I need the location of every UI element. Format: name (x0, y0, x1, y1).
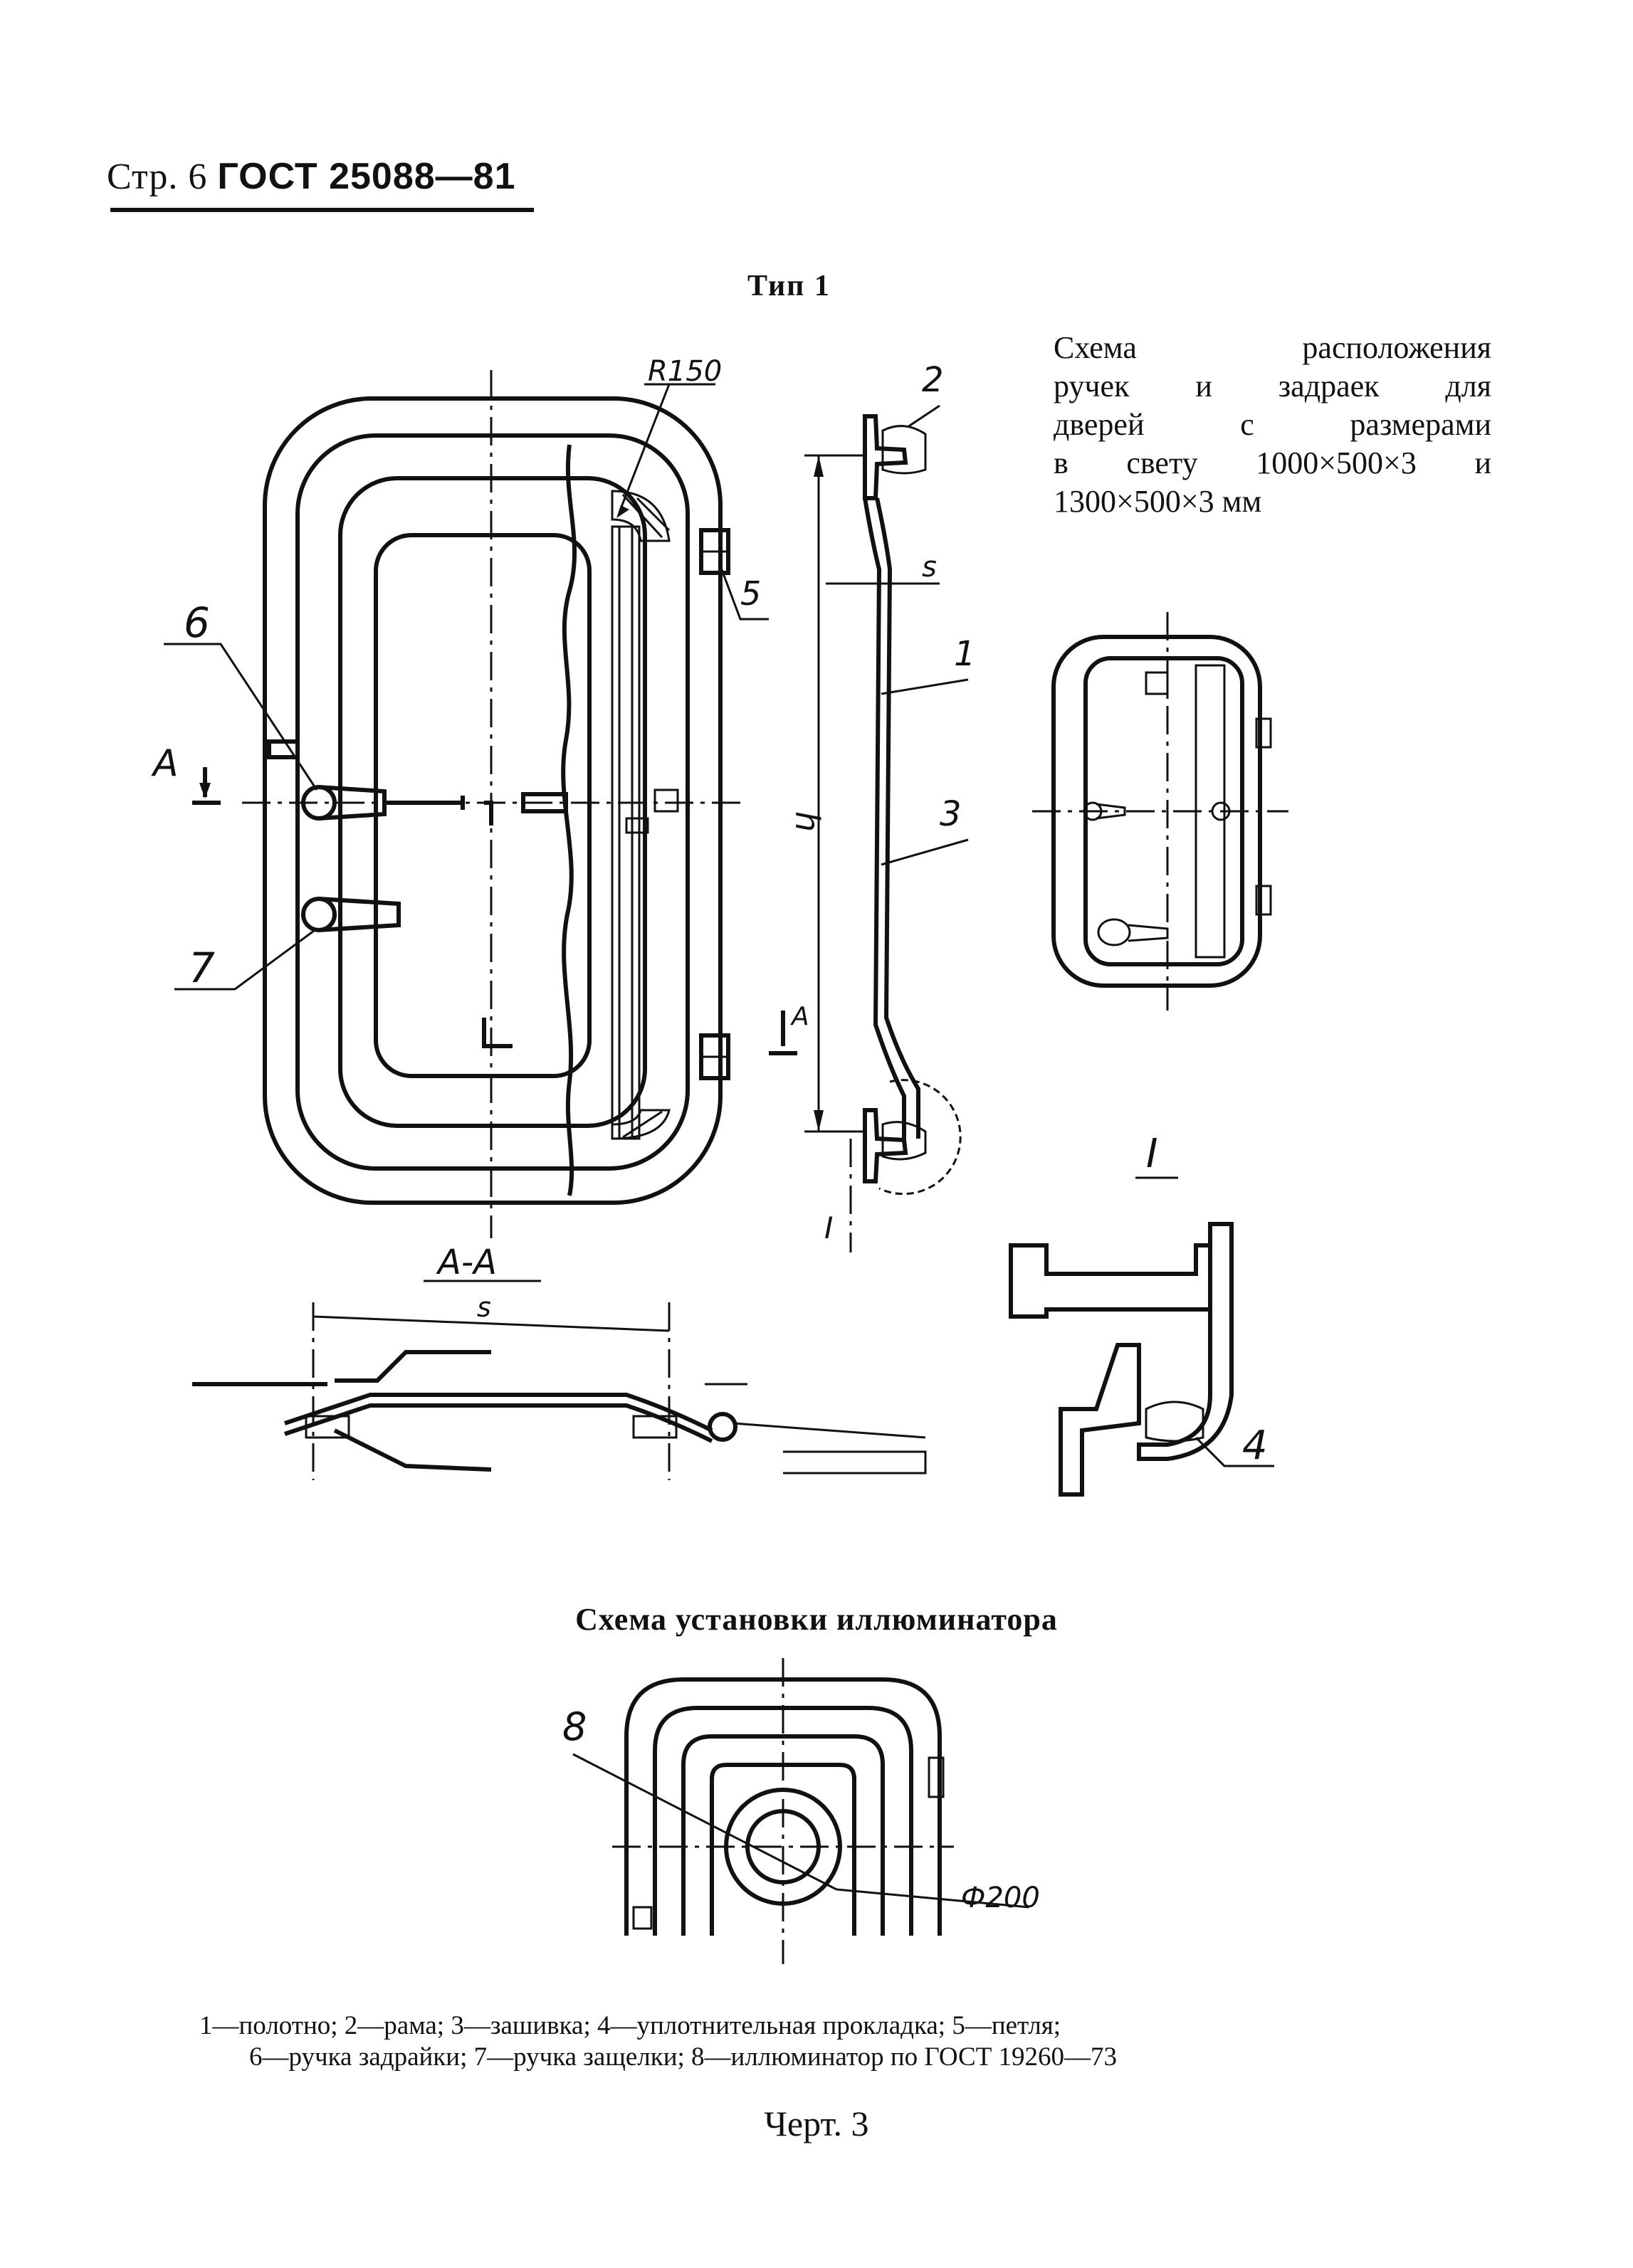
porthole-scheme: 8 Ф200 (562, 1658, 1040, 1964)
scheme-note-line: 1300×500×3 мм (1054, 484, 1262, 519)
panel-section (863, 497, 906, 1139)
page-header: Стр. 6 ГОСТ 25088—81 (107, 155, 516, 198)
porthole-hinge (928, 1756, 945, 1798)
figure-label: Черт. 3 (764, 2104, 869, 2143)
label-part-4: 4 (1242, 1423, 1268, 1469)
scheme-note-line: Схема расположения (1054, 330, 1491, 365)
label-part-1: 1 (954, 634, 976, 674)
detail-seal (1145, 1401, 1204, 1442)
radius-label: R150 (648, 355, 722, 388)
corner-gusset-top (611, 490, 671, 542)
door-frame-outer (263, 396, 723, 1205)
detail-circle (878, 1079, 962, 1196)
door-front-view: А А R150 5 6 7 (151, 355, 809, 1238)
detail-title: I (1146, 1131, 1158, 1177)
frame-section-top (863, 414, 908, 500)
cutaway-edge (561, 444, 577, 1196)
label-part-2: 2 (922, 360, 944, 400)
dim-s-label: s (922, 551, 937, 584)
label-part-5: 5 (740, 574, 761, 613)
caption-line: 6—ручка задрайки; 7—ручка защелки; 8—илл… (249, 2042, 1118, 2072)
dim-h-label: h (788, 811, 826, 832)
section-mark-a-lower: А (790, 1002, 809, 1031)
detail-frame-profile (1009, 1243, 1212, 1319)
figure-caption: 1—полотно; 2—рама; 3—зашивка; 4—уплотнит… (199, 2010, 1374, 2073)
section-title: А-А (436, 1243, 497, 1282)
latch-handle (318, 897, 401, 932)
standard-number: ГОСТ 25088—81 (217, 156, 516, 197)
corner-gusset-bottom (611, 1109, 671, 1140)
porthole-scheme-title: Схема установки иллюминатора (575, 1602, 1058, 1637)
detail-mark: I (824, 1211, 833, 1245)
detail-i: I 4 (1009, 1131, 1274, 1497)
porthole-leader (572, 1753, 837, 1891)
frame-section-bottom (863, 1108, 908, 1183)
scheme-note: Схема расположения ручек и задраек для д… (1054, 329, 1491, 521)
diameter-label: Ф200 (961, 1882, 1040, 1914)
scheme-note-line: дверей с размерами (1054, 407, 1491, 442)
latch-bracket (267, 739, 300, 759)
dim-s-section-label: s (477, 1292, 491, 1323)
label-part-8: 8 (562, 1704, 587, 1749)
door-side-section: h s 2 1 3 I (788, 360, 976, 1252)
label-part-3: 3 (940, 794, 962, 834)
label-part-6: 6 (184, 598, 210, 647)
page-number: Стр. 6 (107, 157, 208, 197)
scheme-note-line: ручек и задраек для (1054, 369, 1491, 404)
section-a-a: А-А s (192, 1243, 927, 1480)
header-rule (110, 208, 534, 212)
latch-handle-pivot (301, 897, 337, 932)
detail-coaming (1059, 1343, 1141, 1497)
door-panel-recess (374, 533, 592, 1078)
section-panel (284, 1393, 713, 1433)
handle-scheme-view (1032, 612, 1288, 1011)
label-part-7: 7 (189, 944, 215, 992)
dimension-s-section (313, 1315, 670, 1332)
scheme-note-line: в свету 1000×500×3 и (1054, 445, 1491, 480)
detail-panel-profile (1137, 1222, 1234, 1461)
caption-line: 1—полотно; 2—рама; 3—зашивка; 4—уплотнит… (199, 2011, 1061, 2040)
type-title: Тип 1 (747, 270, 831, 302)
section-mark-a: А (151, 742, 179, 785)
